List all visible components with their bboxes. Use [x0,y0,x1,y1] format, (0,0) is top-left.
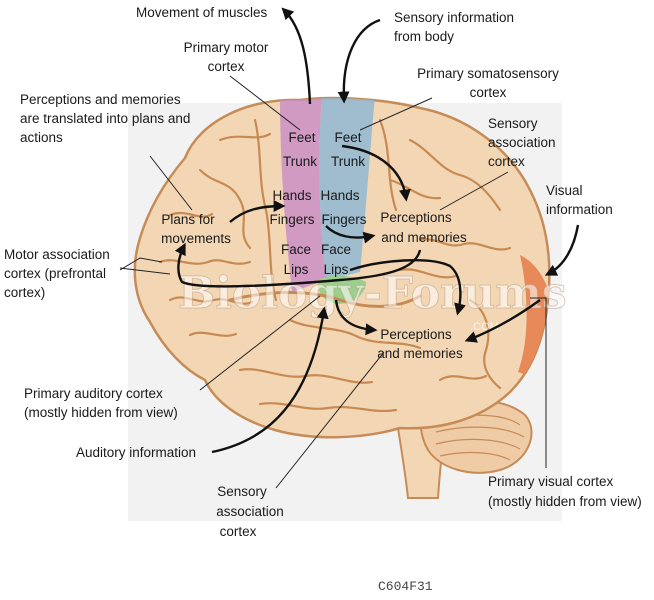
label-movement-of-muscles: Movement of muscles [136,5,268,20]
label-perceptions-upper-1: Perceptions [380,210,452,225]
label-sensory-assoc-bottom-1: Sensory [217,484,267,499]
arrow-visual-to-perception [464,299,541,343]
label-motor-assoc-1: Motor association [4,247,110,262]
arrow-auditory-to-perception [334,299,378,336]
label-sensory-from-body-1: Sensory information [394,10,514,25]
label-primary-visual-1: Primary visual cortex [488,474,614,489]
label-motor-assoc-3: cortex) [4,285,45,300]
label-sensory-assoc-bottom-2: association [216,504,284,519]
arrow-movement [281,7,312,105]
soma-label-lips: Lips [324,262,349,277]
label-primary-auditory-2: (mostly hidden from view) [24,405,178,420]
label-plans-2: movements [161,231,231,246]
figure-code: C604F31 [378,579,433,594]
label-primary-auditory-1: Primary auditory cortex [24,386,163,401]
label-sensory-assoc-top-3: cortex [488,154,525,169]
label-primary-soma-1: Primary somatosensory [417,66,559,81]
motor-label-face: Face [281,242,311,257]
soma-label-fingers: Fingers [321,212,366,227]
label-primary-motor-1: Primary motor [184,40,269,55]
soma-label-feet: Feet [334,130,361,145]
label-auditory-info: Auditory information [76,445,196,460]
arrow-fingers-to-perception [325,225,376,244]
arrow-auditory-info [211,306,329,454]
cortical-folds [158,118,512,412]
arrows [174,7,580,454]
soma-label-face: Face [321,242,351,257]
arrow-soma-to-perception-upper [341,144,411,202]
label-primary-motor-2: cortex [208,59,245,74]
label-sensory-assoc-top-1: Sensory [488,116,538,131]
leader-lines [119,75,547,489]
label-visual-info-1: Visual [546,183,583,198]
label-primary-visual-2: (mostly hidden from view) [488,494,642,509]
label-perceptions-translated-1: Perceptions and memories [20,92,181,107]
label-visual-info-2: information [546,202,613,217]
label-perceptions-translated-2: are translated into plans and [20,111,190,126]
label-perceptions-lower-2: and memories [377,346,463,361]
motor-label-fingers: Fingers [269,212,314,227]
label-perceptions-lower-1: Perceptions [380,327,452,342]
label-sensory-from-body-2: from body [394,29,454,44]
primary-motor-strip [280,98,326,292]
arrow-sensory-body [337,18,381,104]
motor-label-feet: Feet [288,130,315,145]
arrow-perception-loop [349,259,466,316]
label-plans-1: Plans for [161,212,215,227]
primary-somatosensory-strip [319,98,375,280]
label-sensory-assoc-bottom-3: cortex [220,524,257,539]
label-perceptions-translated-3: actions [20,130,63,145]
label-sensory-assoc-top-2: association [488,135,556,150]
motor-label-hands: Hands [272,188,311,203]
arrow-perception-to-plans [174,242,422,288]
label-primary-soma-2: cortex [470,85,507,100]
motor-label-lips: Lips [284,262,309,277]
soma-label-hands: Hands [320,188,359,203]
motor-label-trunk: Trunk [283,154,317,169]
label-perceptions-upper-2: and memories [381,230,467,245]
arrow-visual-info [544,224,580,276]
label-motor-assoc-2: cortex (prefrontal [4,266,106,281]
soma-label-trunk: Trunk [331,154,365,169]
arrow-plans-to-motor [229,200,286,223]
